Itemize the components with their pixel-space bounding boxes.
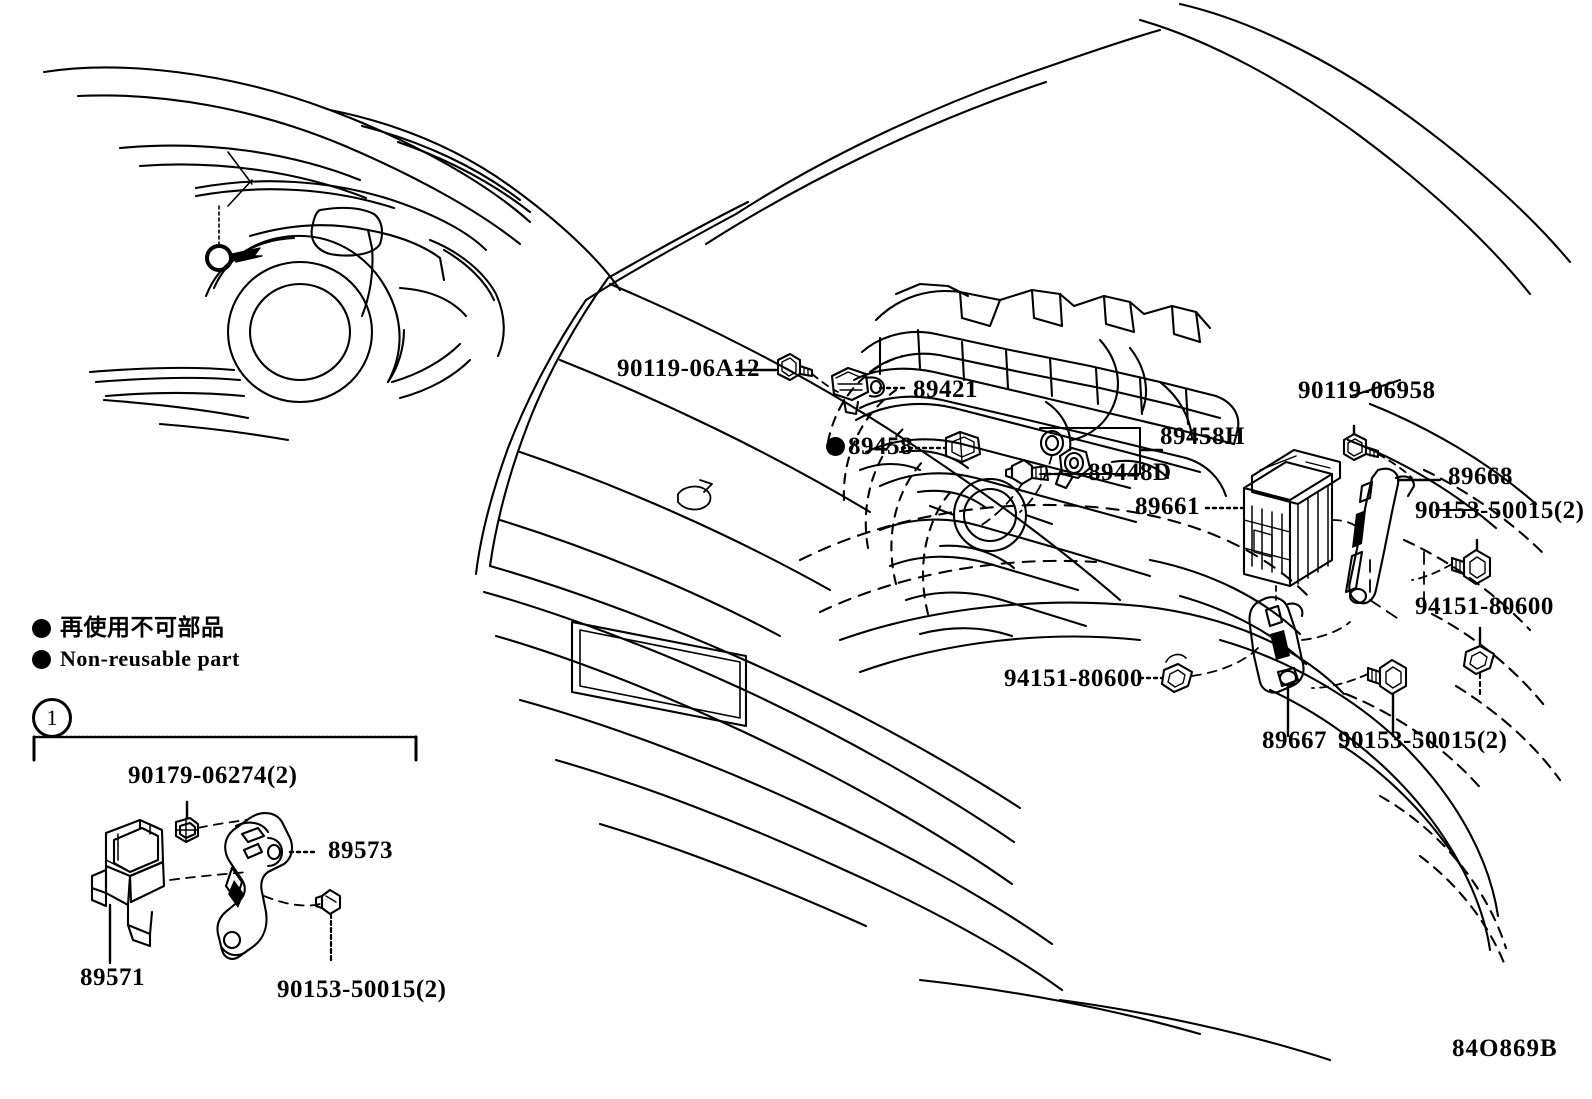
label-90153-50015-lower: 90153-50015(2) — [1338, 727, 1508, 754]
diagram-code: 84O869B — [1452, 1035, 1558, 1062]
legend-row-japanese: 再使用不可部品 — [32, 617, 225, 640]
label-89667: 89667 — [1262, 727, 1327, 754]
label-90179-06274: 90179-06274(2) — [128, 762, 298, 789]
label-89458: 89458 — [826, 434, 913, 459]
legend-row-english: Non-reusable part — [32, 648, 240, 670]
legend-japanese-text: 再使用不可部品 — [60, 615, 225, 641]
non-reusable-bullet-icon — [32, 649, 51, 669]
callout-bracket — [32, 735, 418, 762]
label-89458H: 89458H — [1160, 423, 1245, 450]
label-90119-06958: 90119-06958 — [1298, 377, 1436, 404]
label-89421: 89421 — [913, 376, 978, 403]
label-90119-06A12: 90119-06A12 — [617, 355, 760, 382]
label-89448D: 89448D — [1088, 459, 1172, 486]
non-reusable-bullet-icon — [32, 619, 51, 638]
label-90153-50015-inset: 90153-50015(2) — [277, 976, 447, 1003]
label-90153-50015-upper: 90153-50015(2) — [1415, 497, 1585, 524]
label-89668: 89668 — [1448, 463, 1513, 490]
vehicle-rear-view — [42, 66, 622, 442]
label-89571: 89571 — [80, 964, 145, 991]
label-89573: 89573 — [328, 837, 393, 864]
non-reusable-bullet-icon — [826, 437, 845, 456]
label-89661: 89661 — [1135, 493, 1200, 520]
leader-lines — [734, 368, 1479, 511]
legend-english-text: Non-reusable part — [60, 646, 240, 671]
vehicle-front-body — [474, 2, 1572, 1062]
label-94151-80600-left: 94151-80600 — [1004, 665, 1143, 692]
callout-number-1: 1 — [32, 698, 72, 738]
ecu-assembly — [1138, 424, 1496, 738]
inset-assembly — [90, 800, 342, 965]
label-94151-80600-right: 94151-80600 — [1415, 593, 1554, 620]
engine-assembly — [776, 282, 1240, 638]
